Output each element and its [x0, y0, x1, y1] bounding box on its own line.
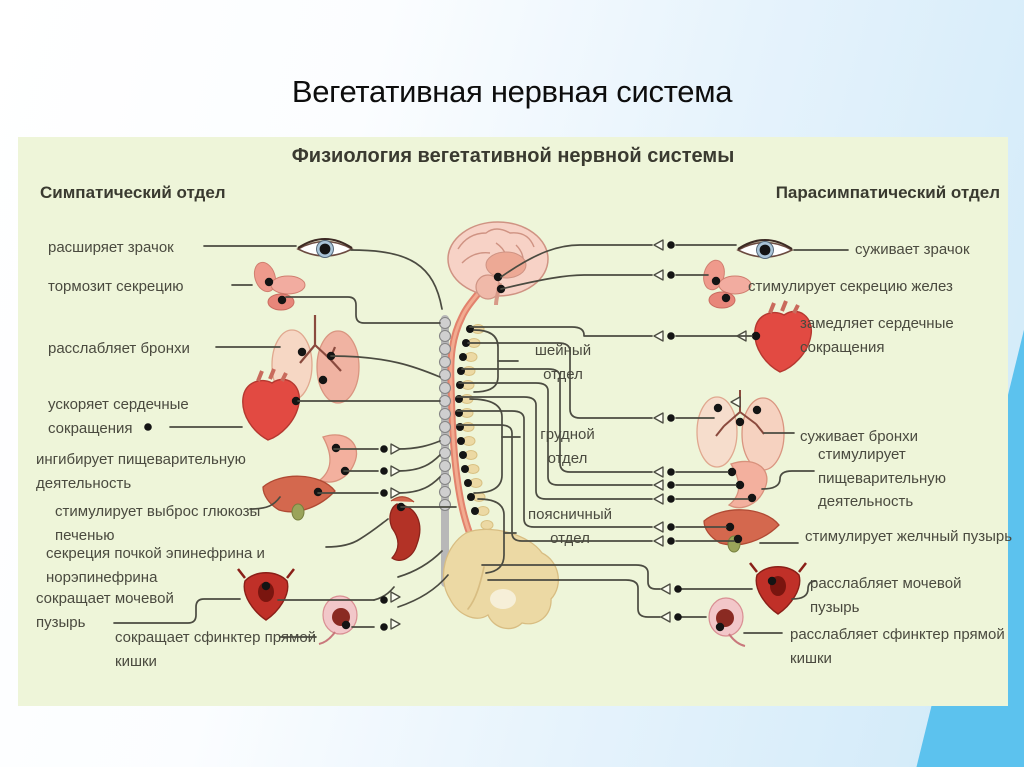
spine-region-brackets: [469, 329, 521, 574]
sympathetic-pathways: [113, 245, 457, 638]
left-glands-icon: [253, 261, 306, 311]
label-contracts-bladder: сокращает мочевой пузырь: [36, 590, 174, 631]
ans-diagram-artwork: [113, 221, 849, 647]
label-stimulates-gallbladder: стимулирует желчный пузырь: [805, 528, 1013, 545]
right-eye-icon: [736, 239, 794, 259]
parasympathetic-pathways: [456, 239, 849, 634]
label-relaxes-bronchi: расслабляет бронхи: [48, 340, 190, 357]
label-cervical-region: шейный отдел: [534, 342, 592, 383]
left-kidney-icon: [389, 496, 421, 561]
label-inhibits-secretion: тормозит секрецию: [48, 278, 184, 295]
right-bladder-icon: [749, 562, 807, 615]
label-constricts-pupil: суживает зрачок: [855, 241, 970, 258]
label-epinephrine-secretion: секреция почкой эпинефрина и норэпинефри…: [46, 545, 265, 586]
left-eye-icon: [296, 238, 354, 258]
label-slows-heart: замедляет сердечные сокращения: [800, 315, 954, 356]
label-lumbar-region: поясничный отдел: [527, 506, 612, 547]
right-liver-icon: [703, 509, 780, 553]
left-stomach-icon: [318, 434, 358, 483]
label-stimulates-digestion: стимулирует пищеварительную деятельность: [818, 446, 947, 511]
label-dilates-pupil: расширяет зрачок: [48, 239, 174, 256]
right-rectum-icon: [708, 597, 746, 647]
section-header-sympathetic: Симпатический отдел: [40, 183, 226, 202]
slide-title: Вегетативная нервная система: [291, 74, 733, 109]
left-bladder-icon: [237, 568, 295, 621]
label-inhibits-digestion: ингибирует пищеварительную деятельность: [36, 451, 246, 492]
section-header-parasympathetic: Парасимпатический отдел: [775, 183, 1000, 202]
right-glands-icon: [703, 259, 752, 309]
brain-icon: [447, 221, 549, 306]
label-thoracic-region: грудной отдел: [540, 426, 595, 467]
label-stimulates-glands: стимулирует секрецию желез: [748, 278, 953, 295]
label-relaxes-sphincter: расслабляет сфинктер прямой кишки: [790, 626, 1005, 667]
pelvis-illustration: [442, 528, 559, 630]
label-accelerates-heart: ускоряет сердечные сокращения: [48, 396, 189, 437]
left-rectum-icon: [318, 595, 358, 645]
label-relaxes-bladder: расслабляет мочевой пузырь: [810, 575, 962, 616]
label-glucose-release: стимулирует выброс глюкозы печенью: [55, 503, 261, 544]
left-liver-icon: [262, 475, 336, 521]
diagram-title: Физиология вегетативной нервной системы: [291, 145, 735, 167]
right-stomach-icon: [727, 460, 768, 509]
left-heart-icon: [242, 368, 301, 441]
right-heart-icon: [736, 300, 812, 373]
label-contracts-sphincter: сокращает сфинктер прямой кишки: [115, 629, 317, 670]
ans-diagram: Физиология вегетативной нервной системы …: [18, 137, 1012, 706]
label-constricts-bronchi: суживает бронхи: [800, 428, 919, 445]
right-lungs-icon: [696, 390, 785, 471]
chain-ganglia: [438, 316, 452, 512]
